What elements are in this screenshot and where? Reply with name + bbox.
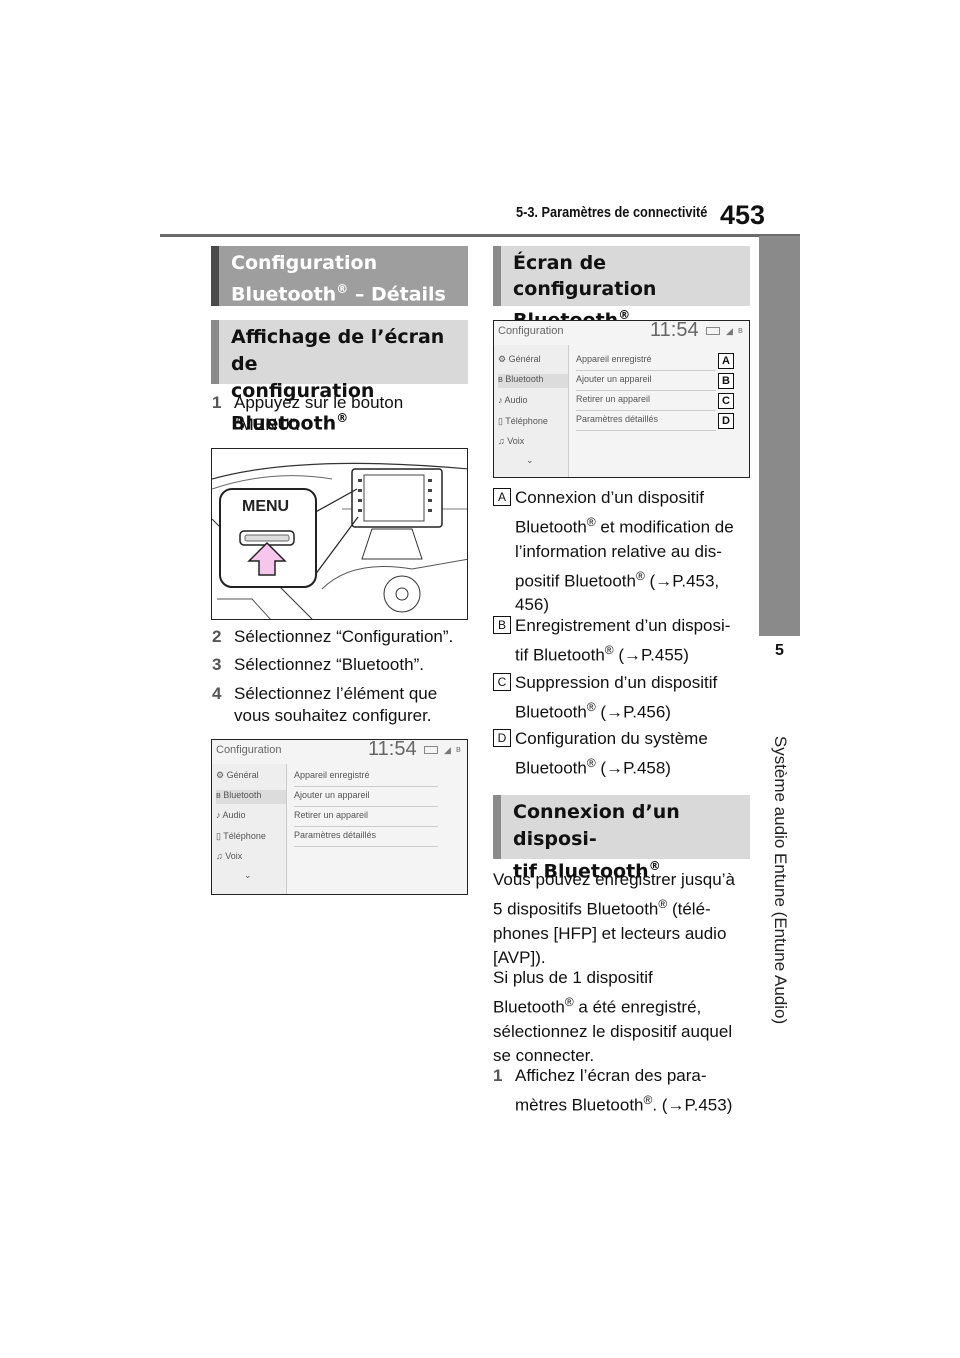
chapter-number: 5: [759, 636, 800, 666]
screen-item-audio[interactable]: ♪ Audio: [216, 810, 246, 820]
bluetooth-icon: ʙ: [456, 744, 461, 754]
config-screen-right: Configuration 11:54 ◢ ʙ ⚙ Général ʙ Blue…: [493, 320, 750, 478]
section-title: 5-3. Paramètres de connectivité: [516, 204, 708, 221]
callout-label-b: B: [718, 373, 734, 389]
gear-icon: ⚙: [498, 354, 509, 364]
option-remove-device[interactable]: Retirer un appareil: [576, 394, 716, 411]
bluetooth-icon: ʙ: [738, 325, 743, 335]
callout-label-d: D: [718, 413, 734, 429]
gear-icon: ⚙: [216, 770, 227, 780]
item-label-a: A: [493, 488, 511, 506]
option-registered-device[interactable]: Appareil enregistré: [294, 770, 438, 787]
callout-label-a: A: [718, 353, 734, 369]
music-icon: ♪: [216, 810, 223, 820]
option-add-device[interactable]: Ajouter un appareil: [294, 790, 438, 807]
section-heading: Configuration Bluetooth® – Détails: [211, 246, 468, 306]
option-detailed-settings[interactable]: Paramètres détaillés: [576, 414, 716, 431]
screen-item-general[interactable]: ⚙ Général: [498, 354, 541, 364]
section-heading-connection: Connexion d’un disposi- tif Bluetooth®: [493, 795, 750, 882]
screen-title: Configuration: [498, 325, 564, 337]
screen-item-bluetooth[interactable]: ʙ Bluetooth: [216, 790, 286, 804]
menu-button-label: MENU: [242, 498, 290, 515]
screen-item-audio[interactable]: ♪ Audio: [498, 395, 528, 405]
screen-sidebar: [494, 345, 569, 477]
chapter-tab: [759, 236, 800, 666]
config-screen-left: Configuration 11:54 ◢ ʙ ⚙ Général ʙ Blue…: [211, 739, 468, 895]
step-3: 3 Sélectionnez “Bluetooth”.: [212, 655, 424, 674]
item-d-text: Configuration du système Bluetooth® (→P.…: [515, 729, 708, 778]
item-label-d: D: [493, 729, 511, 747]
item-b-text: Enregistrement d’un disposi- tif Bluetoo…: [515, 616, 731, 665]
signal-icon: ◢: [444, 745, 451, 755]
chapter-title: Système audio Entune (Entune Audio): [771, 735, 790, 1025]
screen-item-voice[interactable]: ♫ Voix: [216, 851, 243, 861]
dashboard-illustration: MENU: [211, 448, 468, 620]
screen-item-voice[interactable]: ♫ Voix: [498, 436, 525, 446]
item-c-text: Suppression d’un dispositif Bluetooth® (…: [515, 673, 718, 722]
header-rule: [160, 234, 800, 237]
paragraph-2: Si plus de 1 dispositif Bluetooth® a été…: [493, 968, 733, 1065]
step-2: 2 Sélectionnez “Configuration”.: [212, 627, 454, 646]
option-detailed-settings[interactable]: Paramètres détaillés: [294, 830, 438, 847]
callout-label-c: C: [718, 393, 734, 409]
signal-icon: ◢: [726, 326, 733, 336]
phone-icon: ▯: [498, 416, 506, 426]
music-icon: ♪: [498, 395, 505, 405]
status-icon: [706, 327, 720, 335]
chevron-down-icon[interactable]: ⌄: [244, 870, 252, 880]
voice-icon: ♫: [216, 851, 226, 861]
step-1: 1 Appuyez sur le bouton“MENU”.: [212, 393, 404, 434]
screen-item-bluetooth[interactable]: ʙ Bluetooth: [498, 374, 568, 388]
status-icon: [424, 746, 438, 754]
screen-item-phone[interactable]: ▯ Téléphone: [498, 416, 548, 426]
dashboard-drawing: [212, 462, 467, 619]
bluetooth-icon: ʙ: [216, 790, 224, 800]
voice-icon: ♫: [498, 436, 508, 446]
screen-sidebar: [212, 764, 287, 894]
screen-title: Configuration: [216, 744, 282, 756]
option-remove-device[interactable]: Retirer un appareil: [294, 810, 438, 827]
connection-step-1: 1 Affichez l’écran des para-mètres Bluet…: [493, 1066, 733, 1115]
screen-item-phone[interactable]: ▯ Téléphone: [216, 831, 266, 841]
paragraph-1: Vous pouvez enregistrer jusqu’à 5 dispos…: [493, 870, 735, 967]
item-a-text: Connexion d’un dispositif Bluetooth® et …: [515, 488, 734, 615]
option-add-device[interactable]: Ajouter un appareil: [576, 374, 716, 391]
item-label-c: C: [493, 673, 511, 691]
screen-item-general[interactable]: ⚙ Général: [216, 770, 259, 780]
section-heading-right: Écran de configuration Bluetooth®: [493, 246, 750, 331]
bluetooth-icon: ʙ: [498, 374, 506, 384]
chevron-down-icon[interactable]: ⌄: [526, 455, 534, 465]
screen-clock: 11:54: [650, 320, 699, 341]
phone-icon: ▯: [216, 831, 224, 841]
item-label-b: B: [493, 616, 511, 634]
option-registered-device[interactable]: Appareil enregistré: [576, 354, 716, 371]
page-number: 453: [720, 200, 766, 230]
screen-clock: 11:54: [368, 739, 417, 760]
subsection-heading: Affichage de l’écran de configuration Bl…: [211, 320, 468, 434]
